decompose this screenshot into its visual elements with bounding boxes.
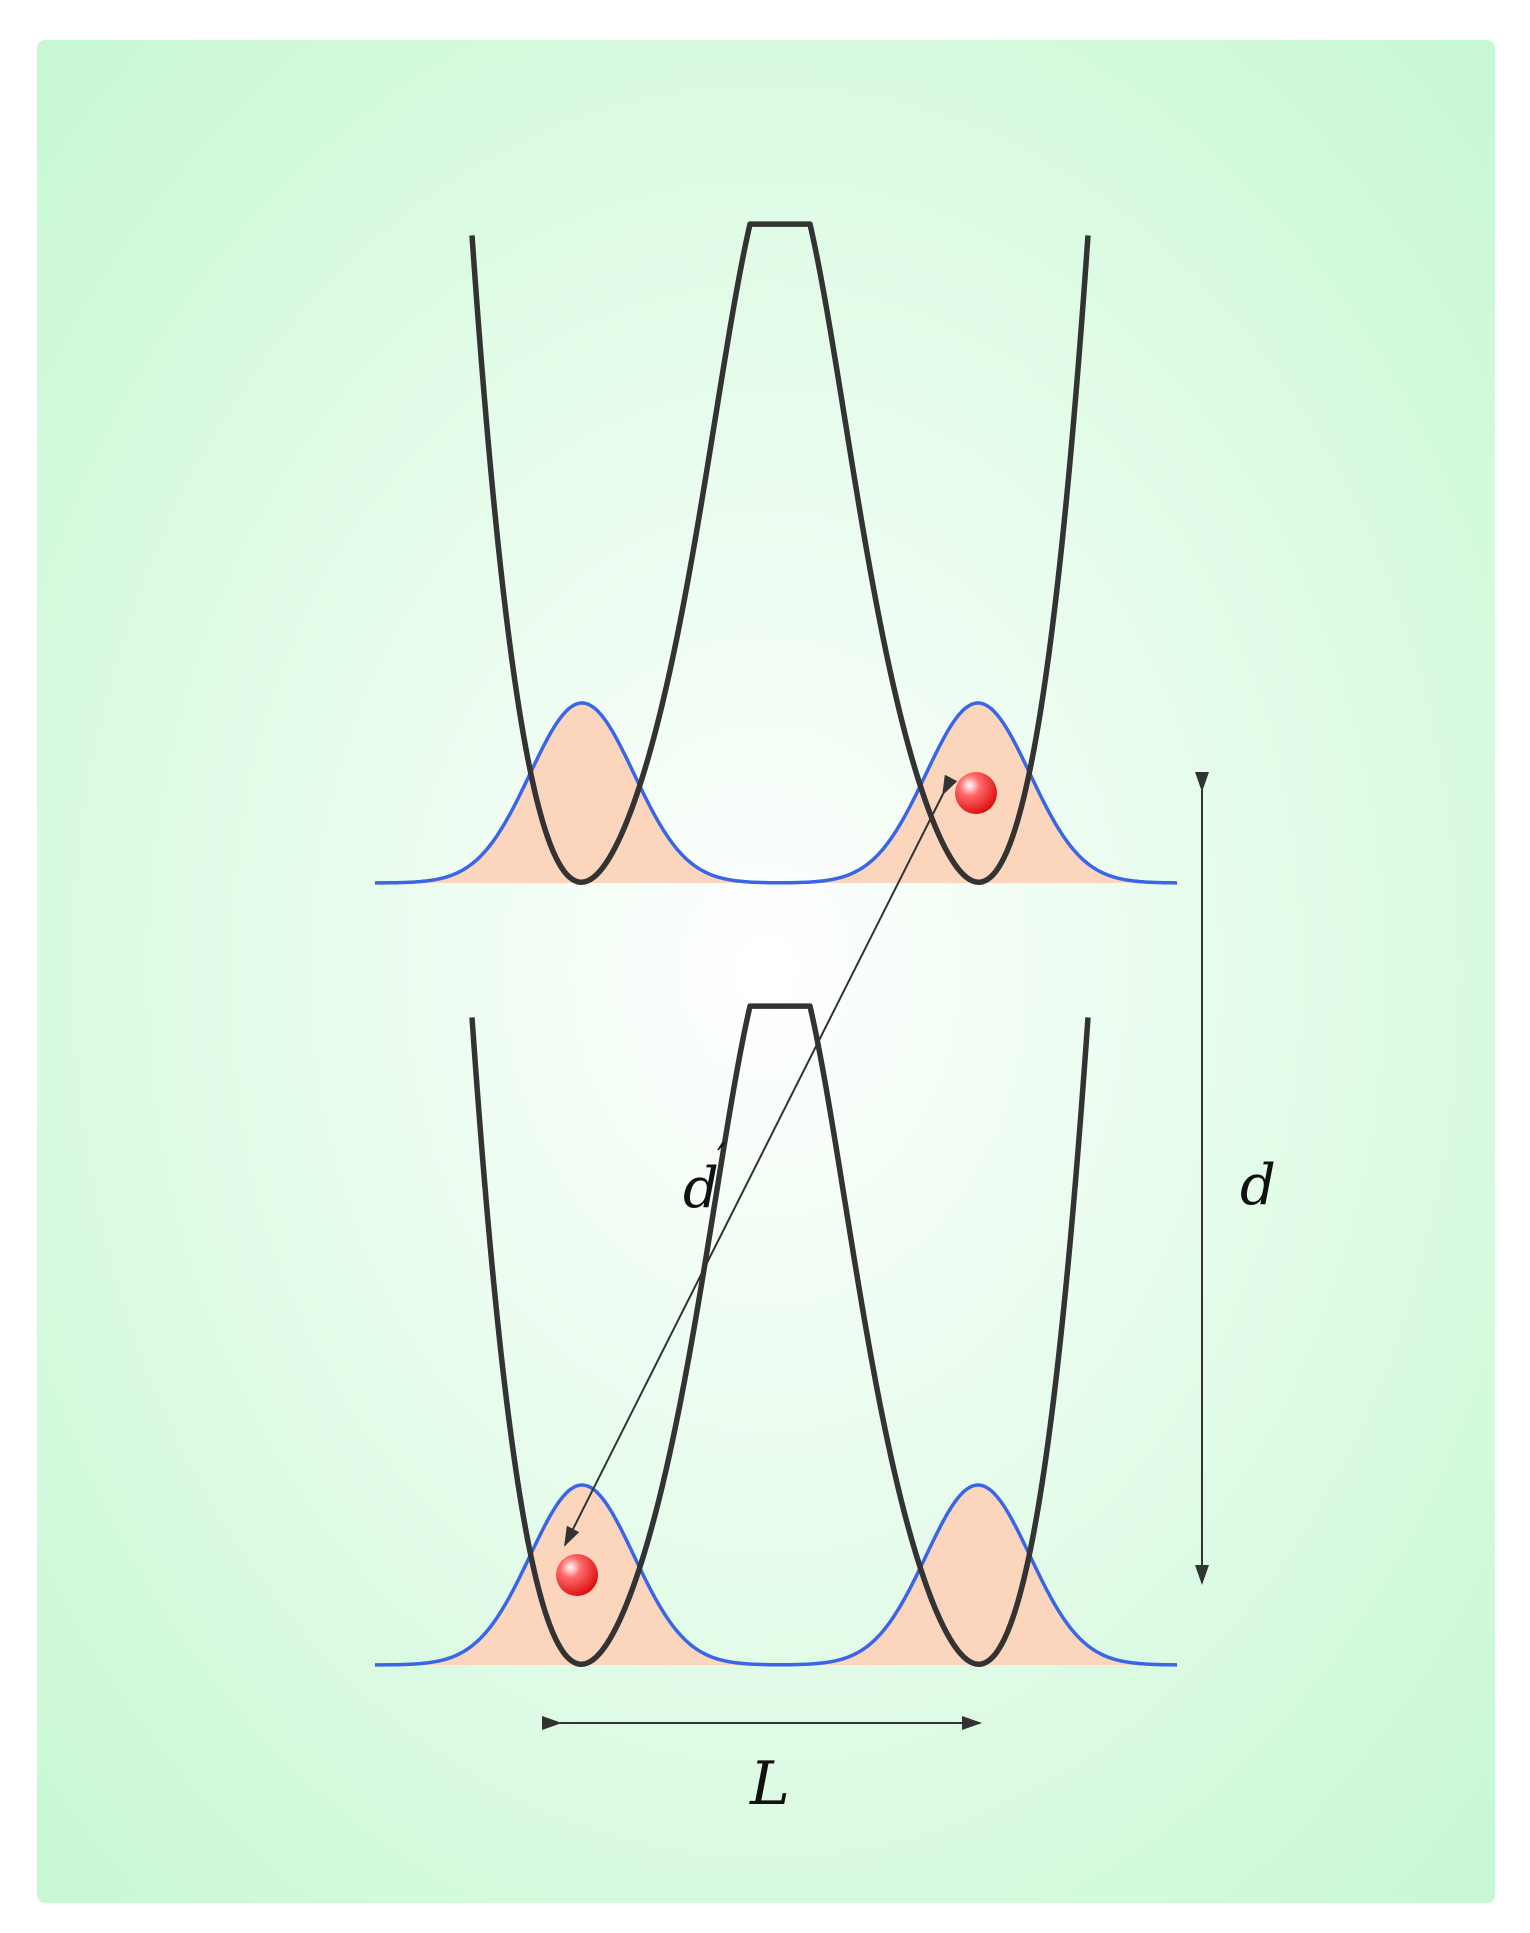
L-label: L [749,1749,790,1819]
d-prime-label: d [683,1156,719,1221]
d-prime-mark: ′ [717,1136,726,1182]
d-prime-arrow [564,774,958,1547]
upper-particle [955,772,997,814]
lower-wavefunction-curve [375,1483,1177,1667]
lower-particle [556,1554,598,1596]
background-panel [37,40,1495,1903]
d-label: d [1240,1153,1276,1218]
